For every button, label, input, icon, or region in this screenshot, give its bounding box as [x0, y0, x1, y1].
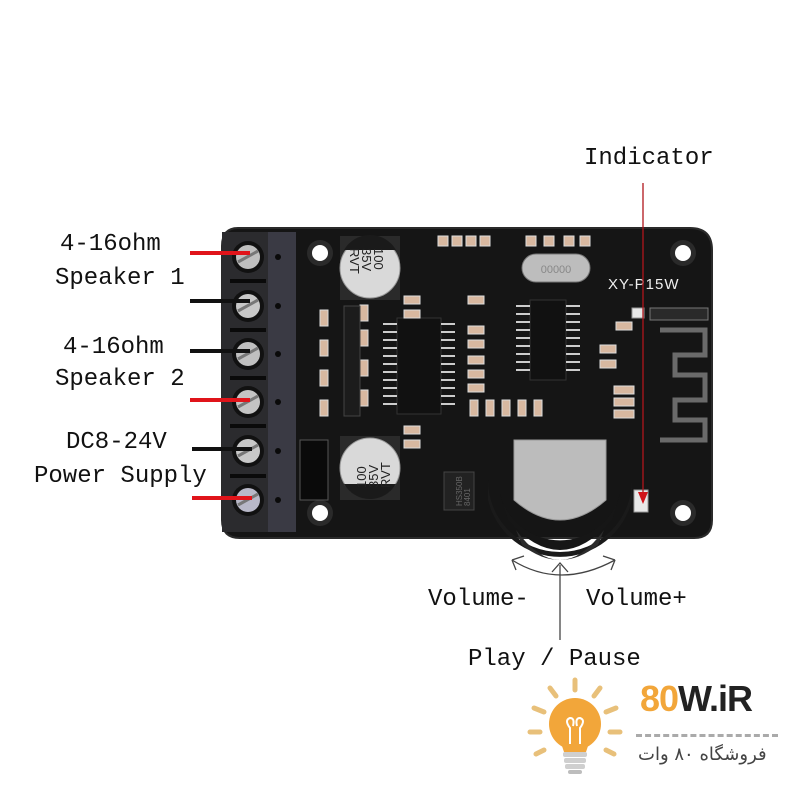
- capacitor-top-text: 10035VRVT: [347, 248, 386, 274]
- pcb-antenna: [660, 327, 708, 443]
- capacitor-bottom-text: 10035VRVT: [354, 462, 393, 488]
- speaker1-name-label: Speaker 1: [55, 265, 185, 292]
- speaker2-ohm-label: 4-16ohm: [63, 334, 164, 361]
- terminal-screw: [232, 290, 264, 322]
- capacitor-top: [339, 234, 401, 300]
- speaker2-name-label: Speaker 2: [55, 366, 185, 393]
- volume-plus-label: Volume+: [586, 586, 687, 613]
- lightbulb-icon: [527, 677, 623, 774]
- volume-knob[interactable]: [488, 439, 632, 560]
- play-pause-label: Play / Pause: [468, 646, 641, 673]
- indicator-label: Indicator: [584, 145, 714, 172]
- terminal-screw: [232, 338, 264, 370]
- terminal-screw: [232, 241, 264, 273]
- status-led: [631, 307, 645, 319]
- speaker1-ohm-label: 4-16ohm: [60, 231, 161, 258]
- power-voltage-label: DC8-24V: [66, 429, 167, 456]
- mounting-holes: [307, 240, 696, 526]
- svg-text:00000: 00000: [541, 264, 572, 276]
- knob-rotation-arrows: [511, 555, 616, 640]
- brand-name: 80W.iR: [640, 678, 753, 719]
- crystal-oscillator: 00000: [521, 253, 591, 283]
- logo-divider: [636, 734, 778, 737]
- smd-components: [319, 235, 635, 449]
- board-model-label: XY-P15W: [608, 276, 679, 293]
- voltage-regulator: HS350B8401: [443, 471, 475, 511]
- resistor-array: [343, 305, 361, 417]
- svg-text:HS350B8401: HS350B8401: [455, 476, 472, 506]
- brand-tagline: فروشگاه ۸۰ وات: [638, 744, 767, 765]
- diode: [299, 439, 329, 501]
- amplifier-ic: [383, 317, 455, 415]
- power-name-label: Power Supply: [34, 463, 207, 490]
- store-logo: 80W.iR فروشگاه ۸۰ وات: [520, 672, 780, 782]
- capacitor-bottom: [339, 436, 401, 500]
- bluetooth-ic: [516, 299, 580, 381]
- volume-minus-label: Volume-: [428, 586, 529, 613]
